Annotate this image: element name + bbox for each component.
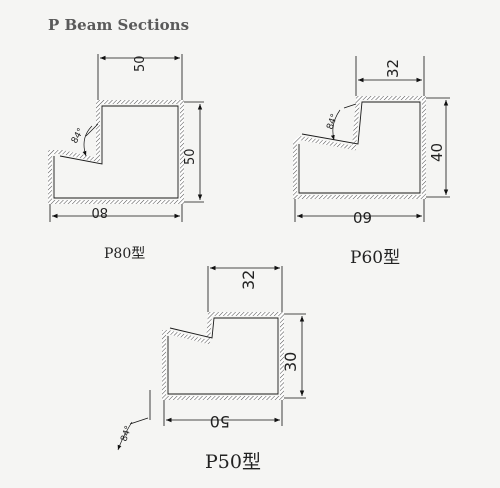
p80-dim-bottom: 80 bbox=[91, 204, 108, 219]
p60-profile-outer bbox=[294, 97, 425, 198]
p50-dim-bottom: 50 bbox=[210, 412, 230, 431]
section-p60: 32 40 60 84° P60型 bbox=[293, 56, 450, 268]
p60-profile-wall bbox=[293, 96, 426, 199]
p80-dim-top: 50 bbox=[133, 55, 148, 72]
p80-caption: P80型 bbox=[104, 246, 145, 262]
p50-dim-right: 30 bbox=[281, 352, 300, 372]
p80-dim-right: 50 bbox=[183, 148, 198, 165]
p60-dim-bottom: 60 bbox=[353, 208, 372, 226]
p80-profile-wall bbox=[48, 100, 184, 204]
p60-dim-top: 32 bbox=[384, 59, 402, 78]
section-p50: 32 30 50 84° P50型 bbox=[117, 265, 306, 473]
p50-caption: P50型 bbox=[205, 451, 261, 473]
p60-dim-right: 40 bbox=[428, 143, 446, 162]
p60-angle-label: 84° bbox=[325, 113, 340, 131]
p50-profile-outer bbox=[163, 313, 283, 399]
page-title: P Beam Sections bbox=[48, 16, 190, 34]
p50-dim-top: 32 bbox=[239, 270, 258, 290]
section-p80: 50 50 80 84° P80型 bbox=[48, 54, 204, 262]
p50-profile-wall bbox=[162, 312, 284, 400]
p60-caption: P60型 bbox=[350, 248, 400, 268]
p50-angle-label: 84° bbox=[119, 425, 134, 443]
